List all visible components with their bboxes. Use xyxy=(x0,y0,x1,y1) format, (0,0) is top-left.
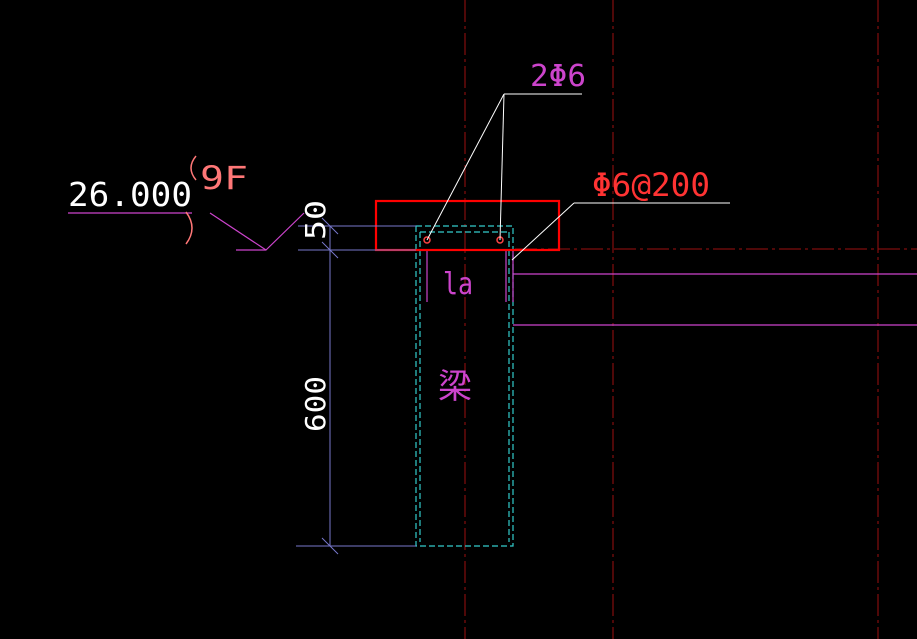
beam-outline xyxy=(415,225,514,547)
elevation-marker xyxy=(209,212,305,251)
leader-lines xyxy=(426,93,730,261)
leader-to-right-rebar xyxy=(499,93,505,241)
beam-section xyxy=(415,225,514,547)
floor-label-paren-left xyxy=(190,155,197,181)
axis-lines xyxy=(464,0,917,639)
top-rebar-label: 2Φ6 xyxy=(530,59,586,94)
rebar-dot-left xyxy=(423,236,431,244)
dim-tick-top xyxy=(321,217,339,235)
leader-to-left-rebar xyxy=(426,93,505,241)
dim-tick-mid xyxy=(321,241,339,259)
dimension-lines xyxy=(296,217,416,555)
beam-label: 梁 xyxy=(438,367,472,407)
elevation-triangle xyxy=(209,212,305,251)
dim-tick-bottom xyxy=(321,537,339,555)
slab-lines xyxy=(68,212,917,326)
floor-label-paren-right xyxy=(185,211,193,245)
floor-label: 9F xyxy=(200,159,248,197)
stirrup-label: Φ6@200 xyxy=(592,166,710,204)
beam-depth-label: 600 xyxy=(299,376,332,432)
rebar-dots xyxy=(423,236,504,244)
elevation-label: 26.000 xyxy=(68,175,192,214)
anchor-length-label: la xyxy=(443,267,473,302)
slab-thickness-label: 50 xyxy=(299,200,332,240)
leader-to-stirrup xyxy=(511,202,575,261)
